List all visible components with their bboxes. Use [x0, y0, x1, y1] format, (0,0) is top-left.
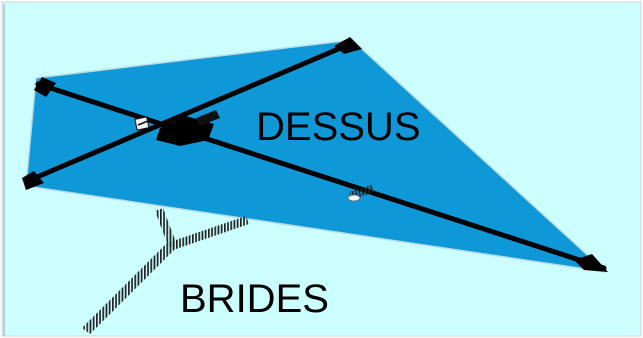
label-dessus: DESSUS — [256, 105, 421, 149]
label-brides: BRIDES — [180, 277, 329, 321]
attachment-lower-tab — [348, 195, 360, 201]
